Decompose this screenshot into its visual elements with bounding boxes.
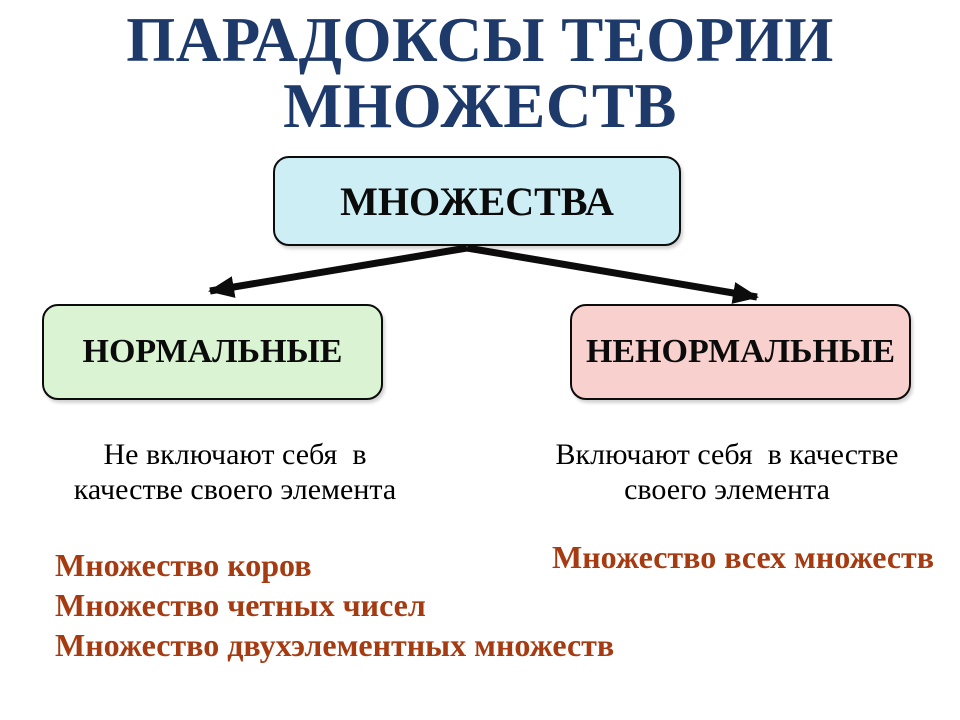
abnormal-description-line-2: своего элемента [624,473,830,506]
slide-title-line-2: МНОЖЕСТВ [283,70,677,141]
arrow-to-abnormal [466,244,759,304]
normal-node-label: НОРМАЛЬНЫЕ [82,333,343,370]
slide-title: ПАРАДОКСЫ ТЕОРИИ МНОЖЕСТВ [0,5,960,141]
abnormal-description: Включают себя в качестве своего элемента [522,437,932,507]
normal-description-line-1: Не включают себя в [103,438,367,471]
normal-example-item: Множество коров [55,547,312,583]
normal-node: НОРМАЛЬНЫЕ [42,304,383,400]
root-node-sets: МНОЖЕСТВА [273,156,681,246]
normal-example-item: Множество четных чисел [55,587,426,623]
branch-arrows [208,244,759,304]
root-node-label: МНОЖЕСТВА [340,178,614,224]
normal-description: Не включают себя в качестве своего элеме… [35,437,435,507]
abnormal-node: НЕНОРМАЛЬНЫЕ [570,304,911,400]
normal-example-item: Множество двухэлементных множеств [55,627,615,663]
slide-title-line-1: ПАРАДОКСЫ ТЕОРИИ [126,5,834,75]
normal-description-line-2: качестве своего элемента [73,473,397,506]
normal-examples-list: Множество коров Множество четных чисел М… [55,545,614,665]
abnormal-node-label: НЕНОРМАЛЬНЫЕ [585,333,896,370]
abnormal-description-line-1: Включают себя в качестве [555,438,899,471]
abnormal-example-item: Множество всех множеств [552,539,935,575]
arrow-to-normal [208,244,468,298]
